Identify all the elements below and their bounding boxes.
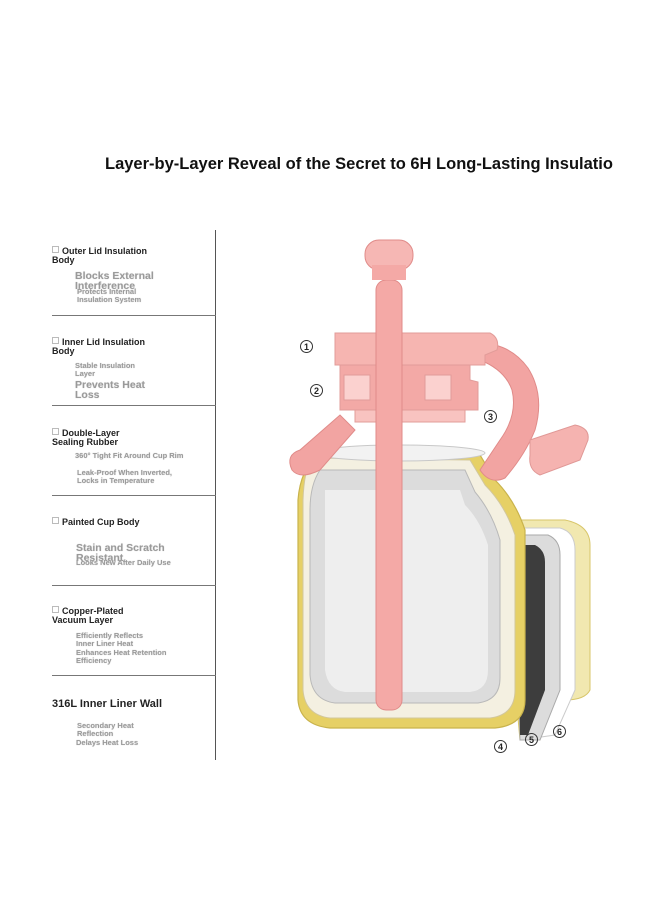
- checkbox-icon: [52, 246, 59, 253]
- heading-text: Inner Lid Insulation Body: [52, 337, 145, 356]
- layer-copper-vacuum: Copper-Plated Vacuum Layer: [52, 606, 215, 625]
- page-title: Layer-by-Layer Reveal of the Secret to 6…: [105, 155, 613, 173]
- layer-desc-2: Delays Heat Loss: [76, 738, 139, 747]
- layer-desc-1: Secondary Heat Reflection: [77, 721, 134, 738]
- divider: [52, 495, 216, 496]
- layer-inner-lid: Inner Lid Insulation Body: [52, 337, 215, 356]
- callout-1: 1: [300, 340, 313, 353]
- cup-body: [297, 444, 526, 729]
- divider: [52, 405, 216, 406]
- cup-lid: [334, 332, 499, 423]
- layer-heading: 316L Inner Liner Wall: [52, 698, 163, 710]
- layer-desc-1: Blocks External Interference: [75, 270, 154, 292]
- callout-5: 5: [525, 733, 538, 746]
- layer-heading: Inner Lid Insulation Body: [52, 337, 215, 356]
- layer-desc-2: Leak-Proof When Inverted, Locks in Tempe…: [77, 468, 173, 485]
- layer-heading: Outer Lid Insulation Body: [52, 246, 215, 265]
- divider: [52, 315, 216, 316]
- layer-desc-2: Enhances Heat Retention Efficiency: [76, 648, 167, 665]
- straw: [364, 239, 414, 711]
- layer-desc-1: 360° Tight Fit Around Cup Rim: [75, 451, 184, 460]
- divider: [52, 585, 216, 586]
- checkbox-icon: [52, 517, 59, 524]
- heading-text: Double-Layer Sealing Rubber: [52, 428, 120, 447]
- layer-inner-liner: 316L Inner Liner Wall: [52, 698, 215, 710]
- callout-2: 2: [310, 384, 323, 397]
- layer-heading: Double-Layer Sealing Rubber: [52, 428, 215, 447]
- layer-desc-1: Stable Insulation Layer: [75, 361, 136, 378]
- heading-text: Painted Cup Body: [62, 517, 140, 527]
- layer-desc-2: Prevents Heat Loss: [75, 379, 146, 401]
- layer-desc-1: Efficiently Reflects Inner Liner Heat: [76, 631, 144, 648]
- checkbox-icon: [52, 337, 59, 344]
- layer-sealing-rubber: Double-Layer Sealing Rubber: [52, 428, 215, 447]
- layer-desc-1: Stain and Scratch Resistant: [76, 542, 165, 564]
- callout-3: 3: [484, 410, 497, 423]
- cup-handle: [289, 344, 589, 481]
- checkbox-icon: [52, 606, 59, 613]
- layer-painted-body: Painted Cup Body: [52, 517, 215, 527]
- layer-desc-2: Looks New After Daily Use: [76, 558, 171, 567]
- layer-heading: Painted Cup Body: [52, 517, 215, 527]
- layer-heading: Copper-Plated Vacuum Layer: [52, 606, 215, 625]
- checkbox-icon: [52, 428, 59, 435]
- callout-6: 6: [553, 725, 566, 738]
- heading-text: Copper-Plated Vacuum Layer: [52, 606, 124, 625]
- heading-text: Outer Lid Insulation Body: [52, 246, 147, 265]
- layer-outer-lid: Outer Lid Insulation Body: [52, 246, 215, 265]
- callout-4: 4: [494, 740, 507, 753]
- layer-desc-2: Protects Internal Insulation System: [77, 287, 142, 304]
- divider: [52, 675, 216, 676]
